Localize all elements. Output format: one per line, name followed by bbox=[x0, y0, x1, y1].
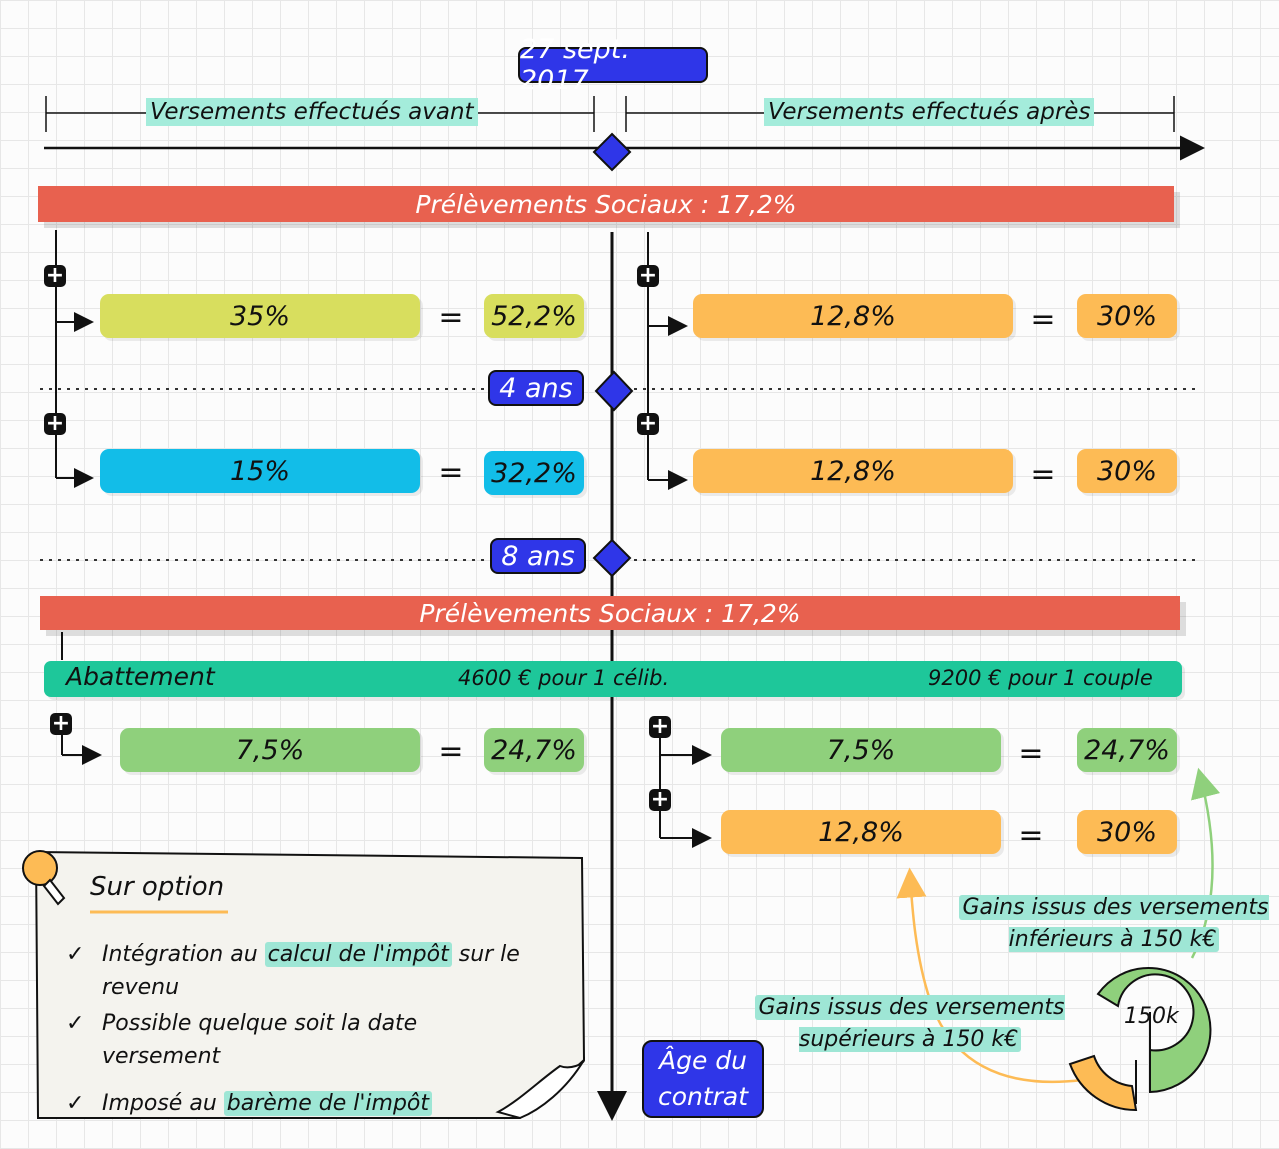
after-total-3: 30% bbox=[1077, 810, 1177, 854]
before-label: Versements effectués avant bbox=[146, 98, 478, 126]
equals-sign: = bbox=[438, 734, 464, 769]
social-band-top: Prélèvements Sociaux : 17,2% bbox=[38, 186, 1174, 222]
diamond-4-ans bbox=[594, 370, 634, 412]
abattement-single: 4600 € pour 1 célib. bbox=[458, 666, 670, 690]
check-icon: ✓ bbox=[66, 942, 85, 967]
lightbulb-icon bbox=[22, 850, 66, 906]
plus-icon: + bbox=[637, 263, 659, 288]
plus-icon: + bbox=[44, 263, 66, 288]
equals-sign: = bbox=[1018, 818, 1044, 853]
option-item: ✓ Intégration au calcul de l'impôt sur l… bbox=[66, 938, 536, 1004]
axis-label: Âge du contrat bbox=[642, 1040, 764, 1118]
after-rate-2: 7,5% bbox=[721, 728, 1001, 772]
abattement-band bbox=[44, 661, 1182, 697]
after-total-2: 24,7% bbox=[1077, 728, 1177, 772]
diamond-8-ans bbox=[592, 538, 632, 578]
before-total-2: 24,7% bbox=[484, 728, 584, 772]
diamond-2017 bbox=[592, 132, 632, 172]
after-rate-0: 12,8% bbox=[693, 294, 1013, 338]
equals-sign: = bbox=[1030, 457, 1056, 492]
after-total-0: 30% bbox=[1077, 294, 1177, 338]
option-item-text: sur le revenu bbox=[102, 942, 520, 1000]
plus-icon: + bbox=[44, 411, 66, 436]
before-rate-0: 35% bbox=[100, 294, 420, 338]
check-icon: ✓ bbox=[66, 1091, 85, 1116]
option-item-text: Possible quelque soit la date versement bbox=[102, 1011, 418, 1069]
gains-inferior-text: Gains issus des versements inférieurs à … bbox=[959, 895, 1269, 952]
option-item-highlight: barème de l'impôt bbox=[223, 1091, 432, 1116]
abattement-couple: 9200 € pour 1 couple bbox=[928, 666, 1153, 690]
option-item-text: Imposé au bbox=[102, 1091, 224, 1116]
after-rate-1: 12,8% bbox=[693, 449, 1013, 493]
before-total-1: 32,2% bbox=[484, 451, 584, 495]
pie-150k bbox=[1068, 967, 1212, 1112]
equals-sign: = bbox=[1018, 736, 1044, 771]
date-badge: 27 sept. 2017 bbox=[518, 34, 708, 96]
milestone-4-ans: 4 ans bbox=[488, 370, 584, 406]
plus-icon: + bbox=[637, 411, 659, 436]
before-rate-2: 7,5% bbox=[120, 728, 420, 772]
gains-inferior-label: Gains issus des versements inférieurs à … bbox=[958, 892, 1270, 956]
option-item-highlight: calcul de l'impôt bbox=[264, 942, 452, 967]
option-item: ✓ Imposé au barème de l'impôt bbox=[66, 1087, 536, 1120]
option-item: ✓ Possible quelque soit la date versemen… bbox=[66, 1007, 536, 1073]
social-band-top-label: Prélèvements Sociaux : 17,2% bbox=[415, 189, 797, 219]
gains-superior-label: Gains issus des versements supérieurs à … bbox=[754, 992, 1066, 1056]
after-rate-3: 12,8% bbox=[721, 810, 1001, 854]
equals-sign: = bbox=[1030, 302, 1056, 337]
option-title: Sur option bbox=[90, 872, 225, 902]
before-total-0: 52,2% bbox=[484, 294, 584, 338]
plus-icon: + bbox=[50, 711, 72, 736]
pie-label: 150k bbox=[1124, 1004, 1179, 1029]
check-icon: ✓ bbox=[66, 1011, 85, 1036]
gains-superior-text: Gains issus des versements supérieurs à … bbox=[755, 995, 1065, 1052]
milestone-8-ans: 8 ans bbox=[490, 538, 586, 574]
equals-sign: = bbox=[438, 455, 464, 490]
plus-icon: + bbox=[649, 787, 671, 812]
equals-sign: = bbox=[438, 300, 464, 335]
option-item-text: Intégration au bbox=[102, 942, 265, 967]
after-label: Versements effectués après bbox=[764, 98, 1095, 126]
plus-icon: + bbox=[649, 714, 671, 739]
option-list: ✓ Intégration au calcul de l'impôt sur l… bbox=[66, 938, 536, 1123]
social-band-bottom-label: Prélèvements Sociaux : 17,2% bbox=[419, 598, 801, 628]
abattement-label: Abattement bbox=[66, 662, 215, 691]
after-total-1: 30% bbox=[1077, 449, 1177, 493]
before-rate-1: 15% bbox=[100, 449, 420, 493]
social-band-bottom: Prélèvements Sociaux : 17,2% bbox=[40, 596, 1180, 630]
